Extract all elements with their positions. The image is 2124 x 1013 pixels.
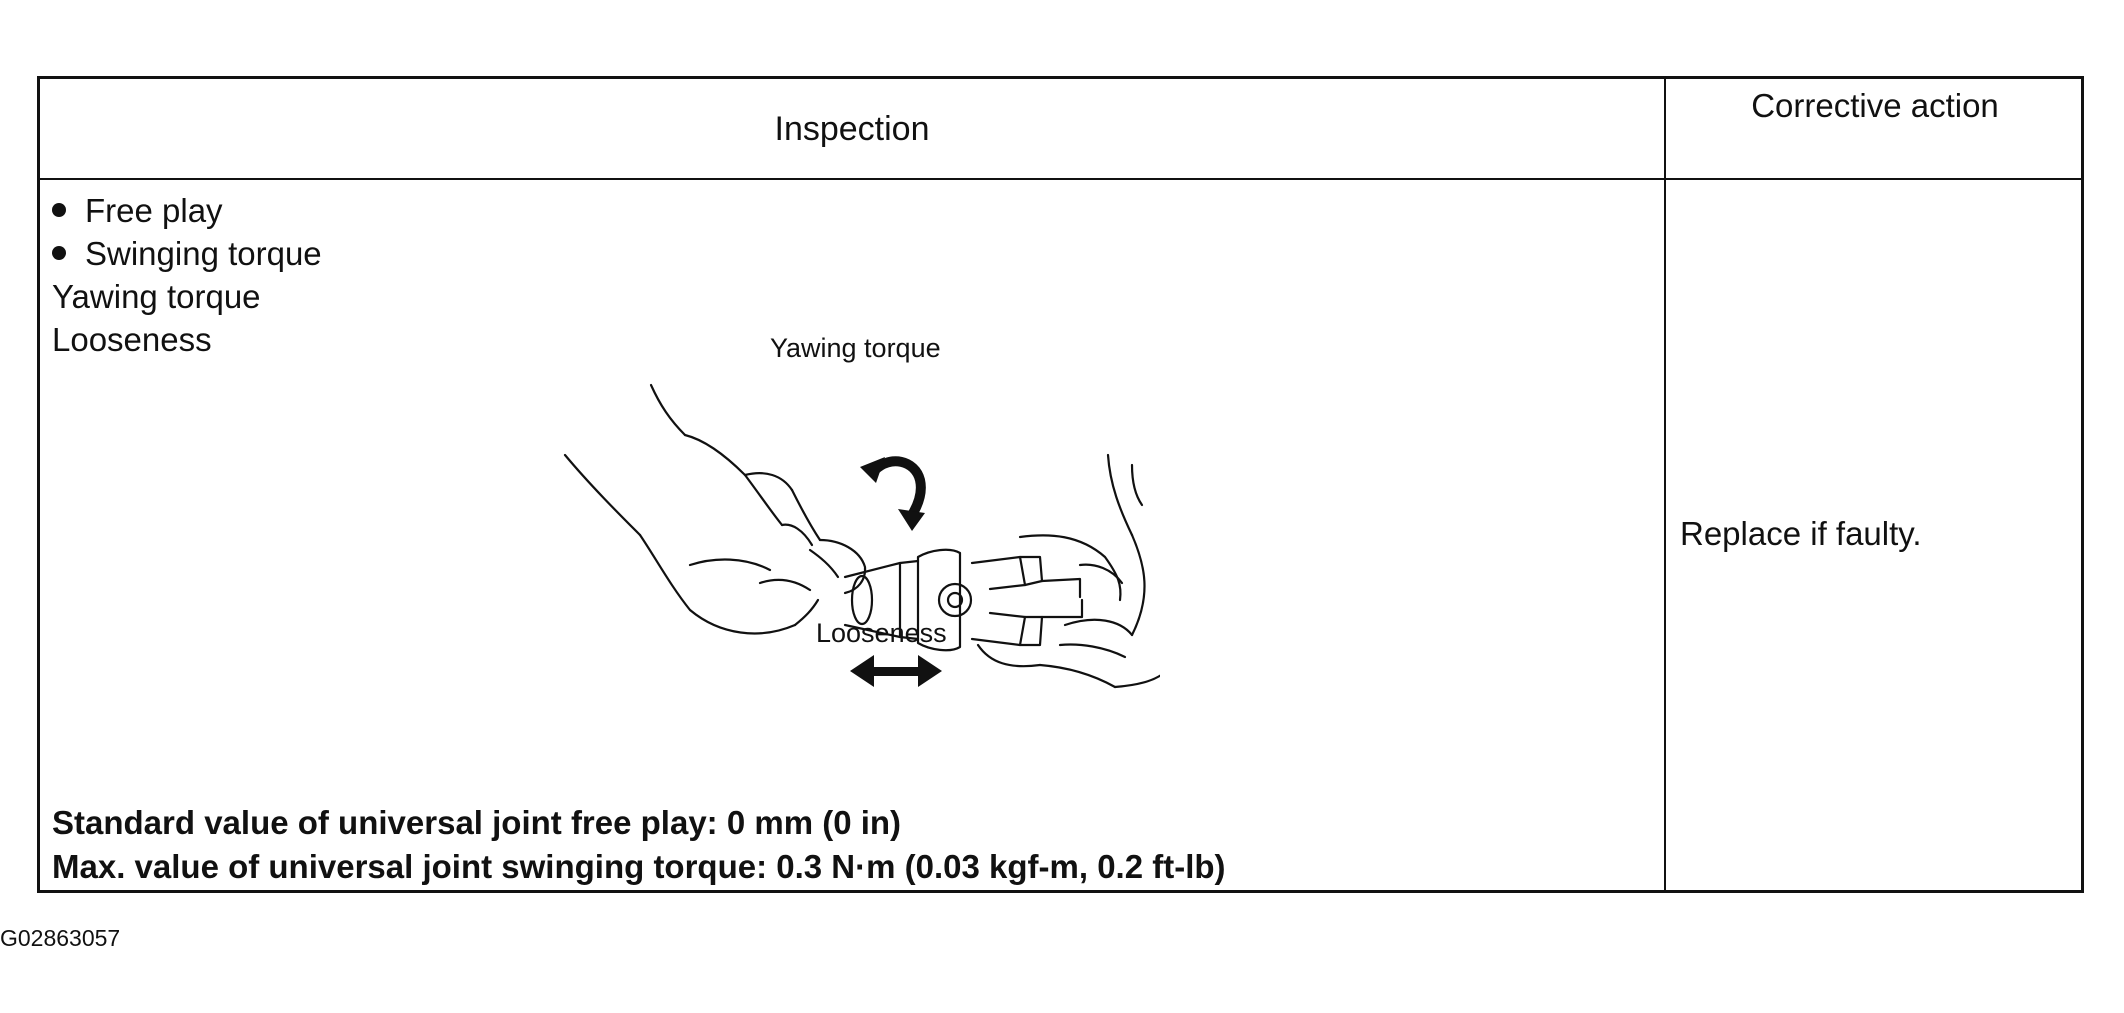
spec-swinging-torque: Max. value of universal joint swinging t… [52, 848, 1226, 885]
inspection-item-yawing-torque: Yawing torque [52, 278, 261, 315]
header-inspection: Inspection [774, 110, 930, 148]
universal-joint-illustration [520, 295, 1160, 735]
list-item: Yawing torque [52, 275, 322, 318]
spec-free-play: Standard value of universal joint free p… [52, 804, 902, 841]
table-header-row: Inspection Corrective action [40, 79, 2081, 180]
list-item: Free play [52, 189, 322, 232]
bullet-icon [52, 203, 66, 218]
hands-universal-joint-drawing [563, 383, 1160, 689]
figure-label-yawing-torque: Yawing torque [770, 333, 941, 363]
specification-values: Standard value of universal joint free p… [52, 801, 1226, 889]
bullet-icon [52, 246, 66, 261]
inspection-item-free-play: Free play [85, 192, 223, 229]
corrective-action-text: Replace if faulty. [1680, 515, 1922, 552]
inspection-items-list: Free play Swinging torque Yawing torque … [52, 189, 322, 361]
figure-code: G02863057 [0, 925, 121, 951]
list-item: Swinging torque [52, 232, 322, 275]
figure-label-looseness: Looseness [816, 618, 947, 648]
list-item: Looseness [52, 318, 322, 361]
inspection-item-looseness: Looseness [52, 321, 212, 358]
inspection-item-swinging-torque: Swinging torque [85, 235, 322, 272]
column-divider [1664, 79, 1666, 890]
header-corrective-action: Corrective action [1751, 87, 1999, 124]
inspection-table: Inspection Corrective action Free play S… [37, 76, 2084, 893]
